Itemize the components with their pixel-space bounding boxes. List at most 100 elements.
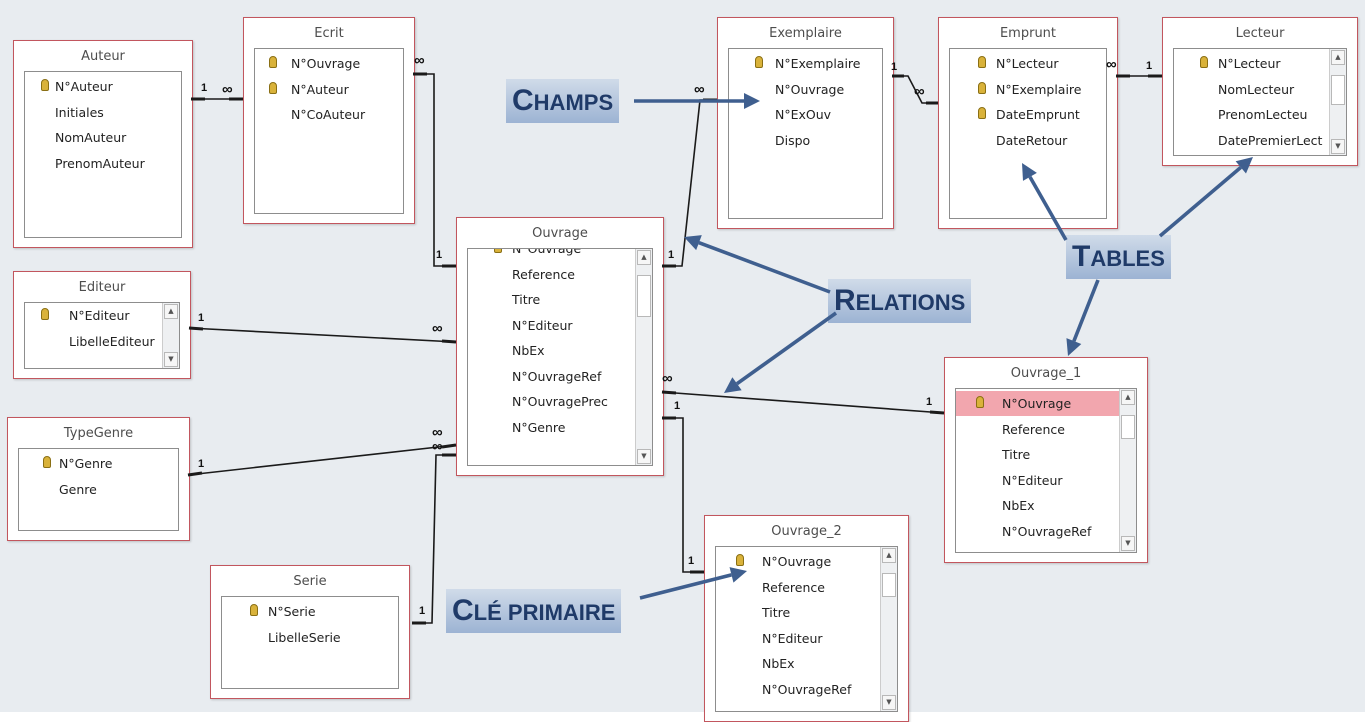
- field-n-ouvrage[interactable]: N°Ouvrage: [729, 77, 882, 102]
- field-n-ouvrageref[interactable]: N°OuvrageRef: [468, 364, 635, 389]
- scroll-down-icon[interactable]: ▼: [637, 449, 651, 464]
- field-n-ouvrageprec[interactable]: N°OuvragePrec: [468, 389, 635, 414]
- scroll-up-icon[interactable]: ▲: [882, 548, 896, 563]
- scrollbar[interactable]: ▲▼: [635, 249, 652, 465]
- field-titre[interactable]: Titre: [716, 600, 880, 625]
- field-prenomlecteu[interactable]: PrenomLecteu: [1174, 102, 1329, 127]
- scroll-up-icon[interactable]: ▲: [637, 250, 651, 265]
- scroll-thumb[interactable]: [1121, 415, 1135, 439]
- scroll-down-icon[interactable]: ▼: [1331, 139, 1345, 154]
- scroll-down-icon[interactable]: ▼: [1121, 536, 1135, 551]
- scroll-down-icon[interactable]: ▼: [164, 352, 178, 367]
- relation-editeur-ouvrage-end[interactable]: [441, 339, 457, 344]
- relation-ouvrage-ouvrage1-end[interactable]: [929, 410, 945, 415]
- field-nomlecteur[interactable]: NomLecteur: [1174, 77, 1329, 102]
- scroll-up-icon[interactable]: ▲: [1331, 50, 1345, 65]
- scrollbar[interactable]: ▲▼: [162, 303, 179, 368]
- field-n-editeur[interactable]: N°Editeur: [25, 303, 162, 328]
- field-nbex[interactable]: NbEx: [956, 493, 1119, 518]
- relation-typegenre-ouvrage-end[interactable]: [187, 471, 203, 477]
- field-n-ouvrage[interactable]: N°Ouvrage: [716, 549, 880, 574]
- field-libelleserie[interactable]: LibelleSerie: [222, 625, 398, 650]
- field-reference[interactable]: Reference: [716, 575, 880, 600]
- scrollbar[interactable]: ▲▼: [880, 547, 897, 711]
- field-n-auteur[interactable]: N°Auteur: [25, 74, 181, 99]
- relation-ouvrage-ouvrage1[interactable]: [661, 391, 945, 414]
- relation-editeur-ouvrage-end[interactable]: [188, 326, 204, 331]
- table-title[interactable]: Ouvrage: [532, 226, 588, 241]
- table-title[interactable]: Ecrit: [314, 26, 344, 41]
- field-reference[interactable]: Reference: [956, 417, 1119, 442]
- field-n-serie[interactable]: N°Serie: [222, 599, 398, 624]
- table-title[interactable]: Auteur: [81, 49, 125, 64]
- relation-editeur-ouvrage[interactable]: [188, 327, 457, 343]
- relation-typegenre-ouvrage[interactable]: [187, 444, 457, 476]
- field-nomauteur[interactable]: NomAuteur: [25, 125, 181, 150]
- scroll-thumb[interactable]: [1331, 75, 1345, 105]
- scrollbar[interactable]: ▲▼: [1329, 49, 1346, 155]
- field-n-auteur[interactable]: N°Auteur: [255, 77, 403, 102]
- field-libelleediteur[interactable]: LibelleEditeur: [25, 329, 162, 354]
- table-title[interactable]: TypeGenre: [63, 426, 134, 441]
- field-n-editeur[interactable]: N°Editeur: [468, 313, 635, 338]
- field-n-lecteur[interactable]: N°Lecteur: [950, 51, 1106, 76]
- field-n-coauteur[interactable]: N°CoAuteur: [255, 102, 403, 127]
- table-title[interactable]: Ouvrage_2: [771, 524, 842, 539]
- field-reference[interactable]: Reference: [468, 262, 635, 287]
- table-title[interactable]: Serie: [293, 574, 327, 589]
- scroll-up-icon[interactable]: ▲: [164, 304, 178, 319]
- field-initiales[interactable]: Initiales: [25, 100, 181, 125]
- field-nbex[interactable]: NbEx: [716, 651, 880, 676]
- field-nbex[interactable]: NbEx: [468, 338, 635, 363]
- scrollbar[interactable]: ▲▼: [1119, 389, 1136, 552]
- field-dateemprunt[interactable]: DateEmprunt: [950, 102, 1106, 127]
- field-n-ouvrage[interactable]: N°Ouvrage: [956, 391, 1119, 416]
- relation-ouvrage-ouvrage1-end[interactable]: [661, 390, 677, 395]
- field-n-ouvrageref[interactable]: N°OuvrageRef: [716, 677, 880, 702]
- field-n-ouvrage[interactable]: N°Ouvrage: [255, 51, 403, 76]
- field-n-editeur[interactable]: N°Editeur: [716, 626, 880, 651]
- scroll-down-icon[interactable]: ▼: [882, 695, 896, 710]
- field-n-ouvrageref[interactable]: N°OuvrageRef: [956, 519, 1119, 544]
- field-titre[interactable]: Titre: [956, 442, 1119, 467]
- table-title[interactable]: Exemplaire: [769, 26, 842, 41]
- field-dateretour[interactable]: DateRetour: [950, 128, 1106, 153]
- table-title[interactable]: Emprunt: [999, 26, 1057, 41]
- relation-typegenre-ouvrage-end[interactable]: [441, 443, 457, 449]
- field-n-genre[interactable]: N°Genre: [19, 451, 178, 476]
- field-n-exemplaire[interactable]: N°Exemplaire: [729, 51, 882, 76]
- field-n-exouv[interactable]: N°ExOuv: [729, 102, 882, 127]
- scroll-thumb[interactable]: [637, 275, 651, 317]
- scroll-up-icon[interactable]: ▲: [1121, 390, 1135, 405]
- field-prenomauteur[interactable]: PrenomAuteur: [25, 151, 181, 176]
- field-n-editeur[interactable]: N°Editeur: [956, 468, 1119, 493]
- field-titre[interactable]: Titre: [468, 287, 635, 312]
- table-title[interactable]: Editeur: [78, 280, 126, 295]
- field-n-ouvrage[interactable]: N°Ouvrage: [468, 249, 635, 261]
- field-dispo[interactable]: Dispo: [729, 128, 882, 153]
- field-genre[interactable]: Genre: [19, 477, 178, 502]
- field-datepremierlect[interactable]: DatePremierLect: [1174, 128, 1329, 153]
- field-n-genre[interactable]: N°Genre: [468, 415, 635, 440]
- scroll-thumb[interactable]: [882, 573, 896, 597]
